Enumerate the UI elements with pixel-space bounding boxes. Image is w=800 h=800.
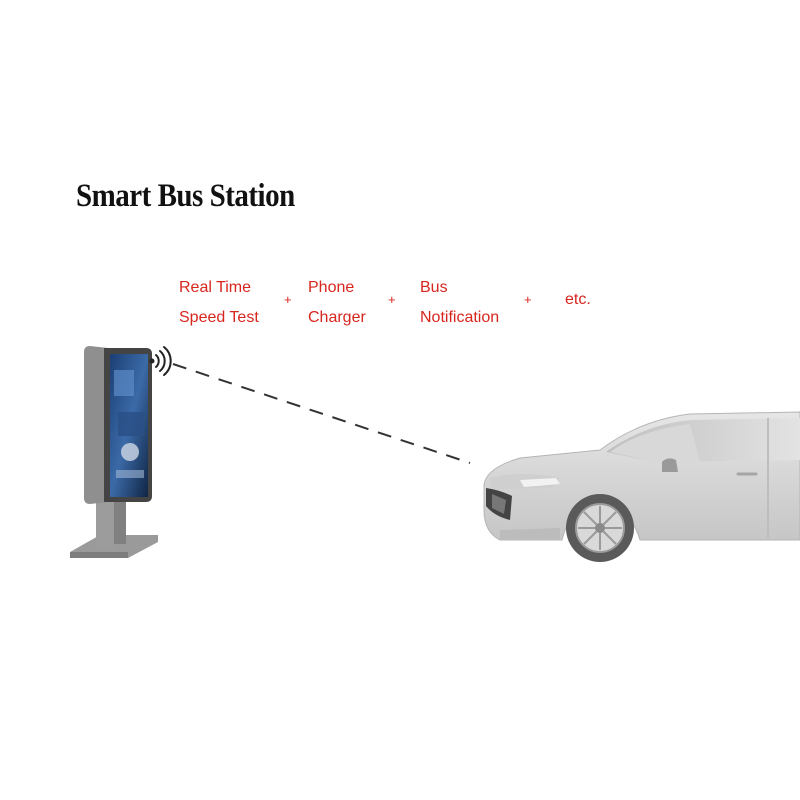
kiosk-display (70, 346, 158, 558)
plus-separator: + (284, 292, 292, 307)
feature-bus-notification: Bus Notification (420, 273, 499, 333)
feature-speed-test: Real Time Speed Test (179, 273, 259, 333)
feature-line: Bus (420, 279, 448, 296)
feature-line: Notification (420, 309, 500, 326)
signal-dashed-line (172, 363, 471, 464)
car (483, 411, 800, 562)
feature-line: Charger (308, 309, 366, 326)
plus-separator: + (524, 292, 532, 307)
feature-line: Speed Test (179, 309, 259, 326)
wireless-signal-icon (149, 346, 172, 376)
feature-line: etc. (565, 291, 591, 308)
feature-line: Real Time (179, 279, 252, 296)
feature-line: Phone (308, 279, 355, 296)
feature-phone-charger: Phone Charger (308, 273, 366, 333)
diagram-title: Smart Bus Station (76, 178, 295, 214)
feature-etc: etc. (565, 285, 591, 315)
plus-separator: + (388, 292, 396, 307)
